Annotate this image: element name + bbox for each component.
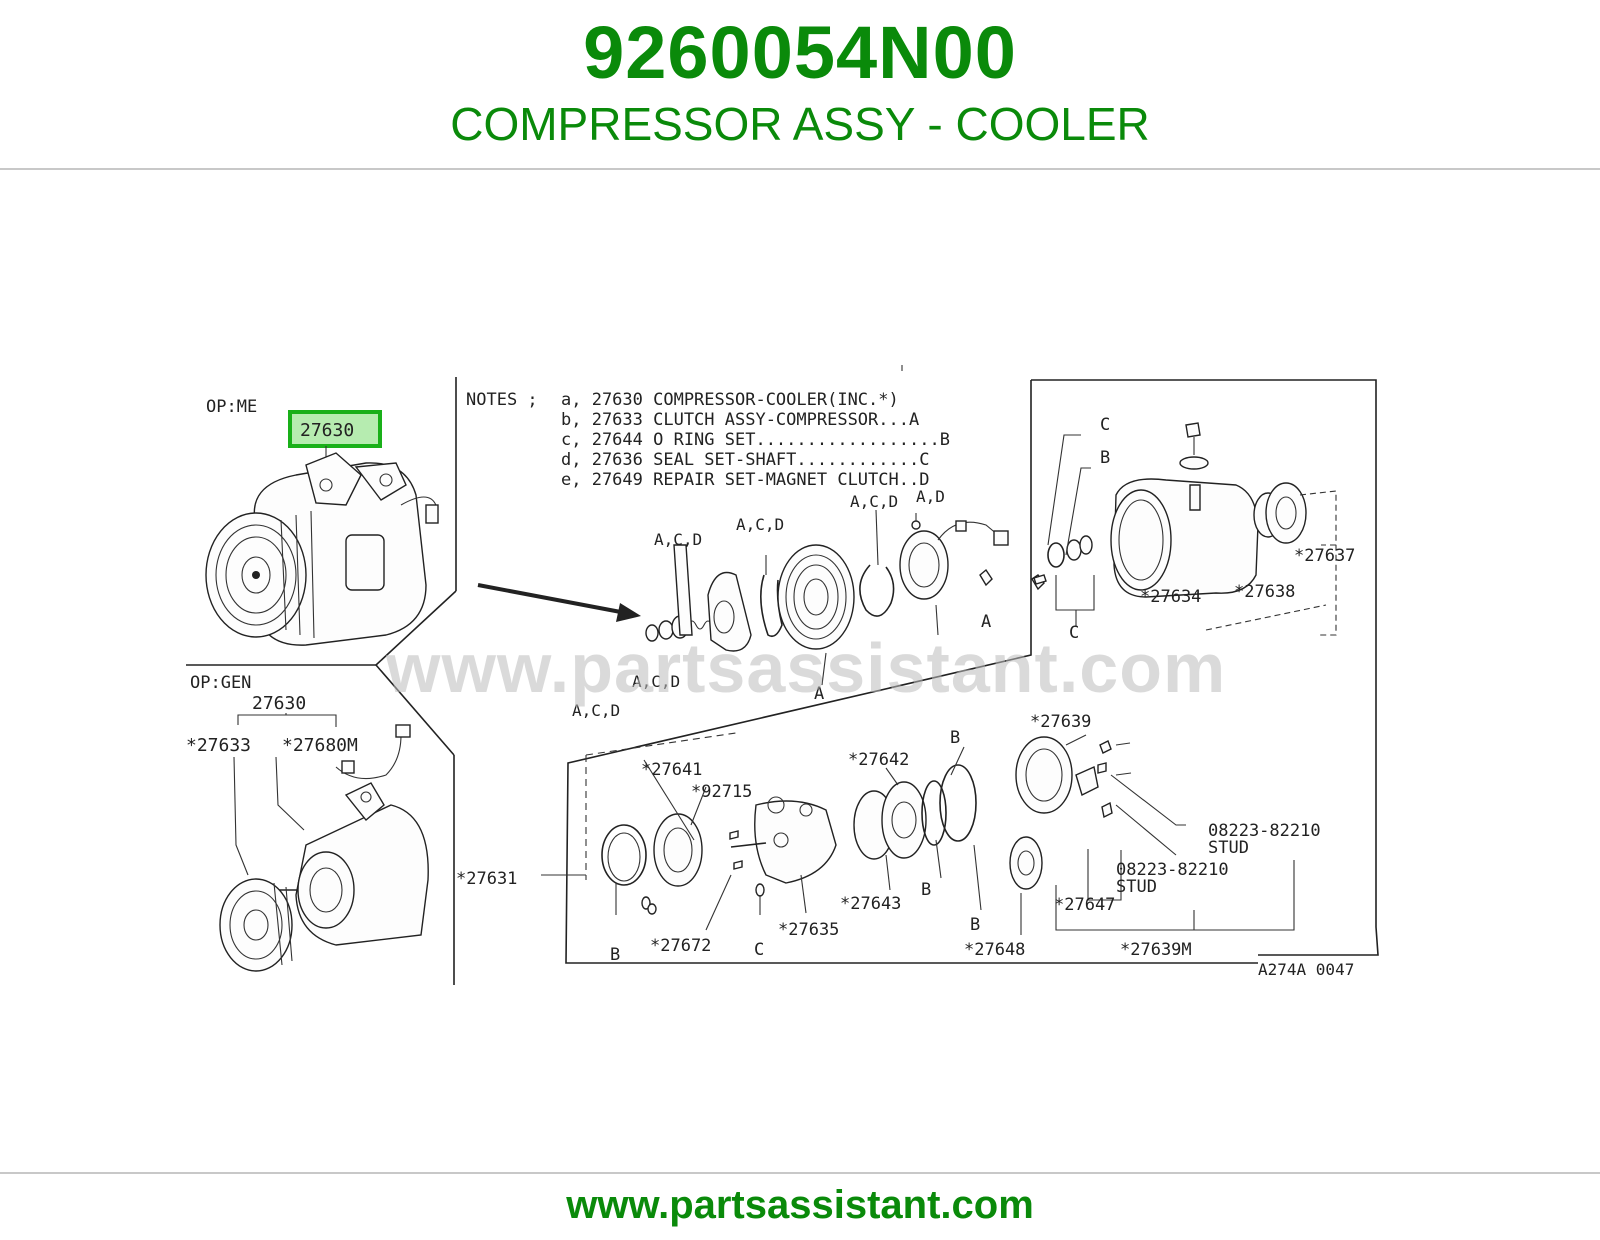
seal-dashed-outline — [1299, 490, 1337, 636]
callout-ad: A,D — [916, 487, 945, 506]
callout-acd: A,C,D — [850, 492, 898, 511]
footer-divider — [0, 1172, 1600, 1174]
leader-line — [821, 652, 827, 686]
header-divider — [0, 168, 1600, 170]
callout-b: B — [610, 945, 620, 965]
callout-27637: *27637 — [1294, 546, 1355, 566]
leader-line — [1047, 434, 1081, 546]
note-line: b, 27633 CLUTCH ASSY-COMPRESSOR...A — [561, 410, 919, 430]
callout-27638: *27638 — [1234, 582, 1295, 602]
variant-gen-label: OP:GEN — [190, 673, 251, 693]
leader-line — [935, 604, 939, 636]
stud-part-number: 08223-82210 — [1208, 821, 1321, 841]
direction-arrow-shaft — [477, 583, 627, 615]
callout-a-pulley: A — [814, 684, 824, 704]
left-panel-divider-diag — [375, 590, 457, 666]
internal-dashed-line — [585, 732, 737, 756]
direction-arrow-head — [616, 603, 641, 622]
highlighted-part-number[interactable]: 27630 — [300, 420, 354, 441]
figure-code: A274A 0047 — [1258, 960, 1354, 979]
parts-diagram: OP:ME 27630 OP:GEN 27630 *27633 *27680M — [186, 335, 1420, 1010]
exploded-view-drawing: OP:ME 27630 OP:GEN 27630 *27633 *27680M — [186, 365, 1379, 985]
gen-bracket — [237, 713, 337, 727]
callout-92715: *92715 — [691, 782, 752, 802]
internal-parts-illustration — [601, 736, 1132, 915]
leader-line — [705, 874, 732, 931]
compressor-body-illustration — [1033, 422, 1307, 598]
leader-line — [875, 509, 879, 566]
page-header: 9260054N00 COMPRESSOR ASSY - COOLER — [0, 0, 1600, 170]
callout-27643: *27643 — [840, 894, 901, 914]
callout-b: B — [970, 915, 980, 935]
watermark-text: www.partsassistant.com — [385, 629, 1226, 707]
note-line: e, 27649 REPAIR SET-MAGNET CLUTCH..D — [561, 470, 929, 490]
callout-27631: *27631 — [456, 869, 517, 889]
callout-acd: A,C,D — [572, 701, 620, 720]
leader-line — [885, 767, 899, 786]
compressor-me-illustration — [205, 452, 439, 646]
gen-callout-27633: *27633 — [186, 735, 251, 756]
body-frame-outer — [565, 380, 1258, 964]
notes-heading: NOTES ; — [466, 390, 538, 410]
stud-label: STUD — [1116, 877, 1157, 897]
callout-27639: *27639 — [1030, 712, 1091, 732]
callout-c: C — [754, 940, 764, 960]
gen-callout-27630: 27630 — [252, 693, 306, 714]
leader-bracket — [1087, 849, 1122, 901]
stud-leaders — [1110, 774, 1186, 856]
callout-acd: A,C,D — [736, 515, 784, 534]
callout-27635: *27635 — [778, 920, 839, 940]
compressor-gen-illustration — [219, 724, 429, 972]
callout-c: C — [1100, 415, 1110, 435]
callout-b: B — [1100, 448, 1110, 468]
body-frame — [1031, 379, 1379, 956]
callout-c: C — [1069, 623, 1079, 643]
callout-a-wire: A — [981, 612, 991, 632]
part-number-title: 9260054N00 — [583, 11, 1017, 94]
part-name-subtitle: COMPRESSOR ASSY - COOLER — [450, 98, 1150, 150]
leader-line — [643, 759, 695, 841]
note-line: d, 27636 SEAL SET-SHAFT............C — [561, 450, 929, 470]
leader-line — [950, 746, 965, 776]
stud-part-number: 08223-82210 — [1116, 860, 1229, 880]
stud-label: STUD — [1208, 838, 1249, 858]
gen-panel-diag — [375, 664, 455, 756]
variant-me-label: OP:ME — [206, 397, 257, 417]
callout-27647: *27647 — [1054, 895, 1115, 915]
footer-website-link[interactable]: www.partsassistant.com — [566, 1183, 1034, 1227]
leader-line — [690, 786, 707, 826]
leader-line — [800, 874, 807, 914]
leader-line — [885, 854, 891, 891]
callout-b: B — [921, 880, 931, 900]
highlighted-part-box[interactable] — [288, 410, 382, 448]
callout-acd: A,C,D — [654, 530, 702, 549]
callout-b: B — [950, 728, 960, 748]
callout-27672: *27672 — [650, 936, 711, 956]
callout-27641: *27641 — [641, 760, 702, 780]
leader-line — [1065, 734, 1087, 746]
leader-bracket — [1055, 860, 1295, 931]
leader-line — [1065, 467, 1091, 556]
gen-leader-1 — [233, 756, 249, 876]
gen-callout-27680m: *27680M — [282, 735, 358, 756]
callout-27642: *27642 — [848, 750, 909, 770]
callout-27648: *27648 — [964, 940, 1025, 960]
note-line: a, 27630 COMPRESSOR-COOLER(INC.*) — [561, 390, 899, 410]
gen-leader-2 — [275, 756, 305, 831]
callout-27639m: *27639M — [1120, 940, 1192, 960]
leader-line — [973, 844, 982, 911]
leader-line — [935, 839, 942, 879]
clutch-exploded-view — [645, 513, 1045, 652]
seal-dashed-line — [1205, 604, 1327, 631]
callout-27634: *27634 — [1140, 587, 1201, 607]
callout-acd: A,C,D — [632, 672, 680, 691]
note-line: c, 27644 O RING SET..................B — [561, 430, 950, 450]
leader-bracket — [1055, 575, 1095, 627]
